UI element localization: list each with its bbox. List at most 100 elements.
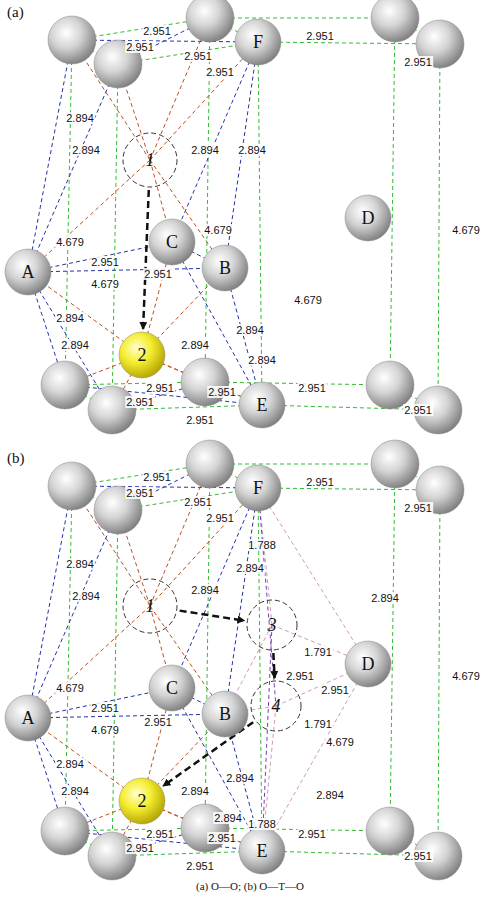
bond-line	[112, 510, 118, 856]
node-label: C	[166, 679, 178, 697]
atom-sphere: D	[344, 194, 392, 242]
bond-line	[28, 268, 225, 272]
node-label: 2	[138, 792, 147, 810]
distance-label: 2.951	[320, 684, 350, 696]
node-label: F	[253, 479, 263, 497]
bond-line	[258, 488, 368, 664]
atom-sphere: E	[238, 381, 286, 429]
distance-label: 2.951	[305, 476, 335, 488]
node-label: D	[362, 209, 375, 227]
bond-line	[390, 18, 395, 385]
distance-label: 2.951	[403, 502, 433, 514]
atom-sphere	[48, 462, 96, 510]
atom-sphere	[371, 0, 419, 42]
distance-label: 2.951	[207, 832, 237, 844]
atom-sphere	[371, 440, 419, 488]
atom-sphere: 2	[118, 777, 166, 825]
distance-label: 2.951	[183, 50, 213, 62]
bond-line	[150, 42, 258, 160]
distance-label: 2.951	[297, 382, 327, 394]
interstitial-site: 4	[250, 680, 302, 732]
distance-label: 2.951	[403, 56, 433, 68]
jump-arrow	[143, 190, 149, 329]
bond-line	[262, 664, 368, 851]
node-label: B	[219, 705, 231, 723]
distance-label: 4.679	[293, 294, 323, 306]
distance-label: 2.951	[285, 670, 315, 682]
bond-line	[210, 18, 395, 19]
distance-label: 1.791	[303, 718, 333, 730]
atom-sphere: E	[238, 827, 286, 875]
distance-label: 2.894	[180, 785, 210, 797]
distance-label: 2.951	[207, 386, 237, 398]
distance-label: 2.894	[65, 558, 95, 570]
bond-line	[438, 44, 440, 410]
interstitial-site: 1	[122, 132, 178, 188]
atom-sphere: F	[234, 464, 282, 512]
distance-label: 2.894	[180, 339, 210, 351]
node-label: 2	[138, 346, 147, 364]
distance-label: 2.894	[237, 144, 267, 156]
figure-caption: (a) O—O; (b) O—T—O	[0, 880, 500, 892]
distance-label: 2.951	[142, 25, 172, 37]
bond-line	[210, 464, 395, 465]
node-label: A	[22, 263, 35, 281]
distance-label: 2.951	[125, 41, 155, 53]
panel-tag: (a)	[6, 6, 25, 18]
distance-label: 4.679	[55, 236, 85, 248]
distance-label: 2.894	[213, 812, 243, 824]
atom-sphere	[88, 832, 136, 880]
panel-tag: (b)	[6, 452, 26, 464]
node-label: 4	[272, 697, 281, 715]
distance-label: 2.894	[225, 772, 255, 784]
bond-line	[172, 488, 258, 688]
distance-label: 2.951	[403, 850, 433, 862]
bond-line	[390, 464, 395, 831]
bond-line	[28, 160, 150, 272]
atom-sphere	[366, 361, 414, 409]
distance-label: 4.679	[55, 682, 85, 694]
node-label: D	[362, 655, 375, 673]
distance-label: 2.951	[185, 860, 215, 872]
bond-line	[258, 42, 262, 405]
distance-label: 2.894	[315, 789, 345, 801]
interstitial-site: 3	[246, 599, 298, 651]
distance-label: 2.951	[183, 496, 213, 508]
distance-label: 4.679	[90, 278, 120, 290]
distance-label: 2.951	[125, 396, 155, 408]
atom-sphere	[41, 807, 89, 855]
distance-label: 2.894	[65, 112, 95, 124]
atom-sphere	[186, 440, 234, 488]
distance-label: 2.951	[145, 828, 175, 840]
distance-label: 2.951	[143, 716, 173, 728]
node-label: B	[219, 259, 231, 277]
bond-line	[28, 64, 118, 272]
distance-label: 1.788	[247, 539, 277, 551]
jump-arrow	[273, 653, 274, 678]
node-label: 1	[146, 597, 155, 615]
bond-line	[65, 486, 72, 831]
distance-label: 2.894	[235, 324, 265, 336]
atom-sphere: B	[201, 244, 249, 292]
distance-label: 2.894	[55, 312, 85, 324]
distance-label: 1.788	[247, 818, 277, 830]
bond-line	[258, 488, 276, 706]
atom-sphere: 2	[118, 331, 166, 379]
distance-label: 2.951	[205, 66, 235, 78]
bond-line	[28, 510, 118, 718]
distance-label: 2.894	[55, 758, 85, 770]
distance-label: 2.894	[235, 562, 265, 574]
distance-label: 2.951	[297, 828, 327, 840]
distance-label: 2.951	[305, 30, 335, 42]
atom-sphere: A	[4, 694, 52, 742]
distance-label: 2.894	[370, 592, 400, 604]
atom-sphere	[366, 807, 414, 855]
distance-label: 2.894	[60, 785, 90, 797]
node-label: E	[257, 396, 268, 414]
atom-sphere	[41, 361, 89, 409]
distance-label: 2.951	[125, 842, 155, 854]
distance-label: 4.679	[203, 224, 233, 236]
distance-label: 4.679	[451, 670, 481, 682]
bond-line	[28, 714, 225, 718]
distance-label: 2.951	[143, 268, 173, 280]
